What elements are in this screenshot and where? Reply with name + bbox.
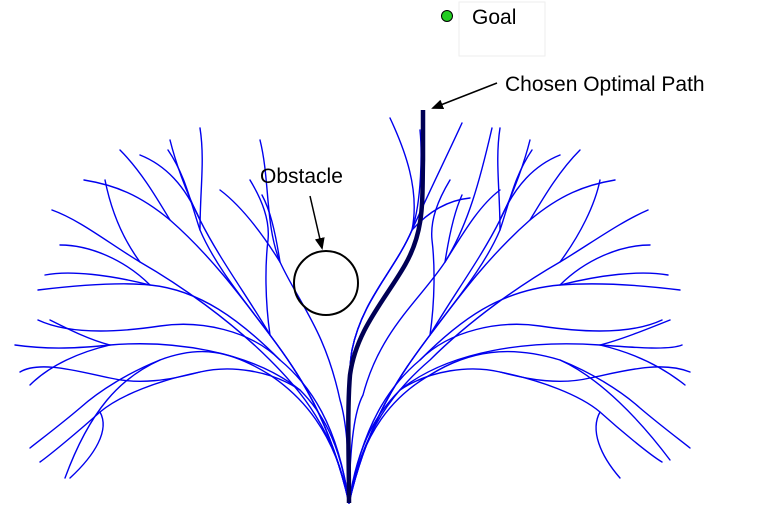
candidate-path-branch (167, 149, 350, 504)
candidate-path-branch (599, 344, 686, 386)
candidate-path-branch (37, 283, 350, 504)
candidate-path-branch (139, 154, 350, 504)
legend: Goal (441, 1, 546, 57)
chosen-optimal-path (346, 110, 426, 504)
candidate-path-branch (249, 179, 271, 336)
candidate-path-branch (559, 179, 601, 263)
candidate-path-tree (14, 117, 691, 504)
candidate-path-branch (559, 272, 669, 286)
candidate-path-branch (595, 411, 621, 479)
candidate-path-branch (444, 189, 501, 263)
candidate-path-branch (119, 149, 171, 221)
candidate-path-branch (49, 319, 111, 346)
chosen-path-label: Chosen Optimal Path (505, 73, 705, 96)
candidate-path-branch (347, 129, 422, 504)
candidate-path-branch (169, 139, 201, 221)
candidate-path-branch (499, 366, 691, 383)
candidate-path-branch (599, 319, 671, 346)
obstacle-arrow (309, 195, 325, 250)
obstacle-label: Obstacle (260, 165, 343, 188)
candidate-path-branch (29, 359, 161, 449)
candidate-path-branch (399, 368, 663, 463)
goal-marker-icon (441, 10, 453, 22)
candidate-path-branch (51, 209, 350, 504)
candidate-path-branch (44, 272, 151, 286)
candidate-path-branch (348, 209, 649, 504)
candidate-path-branch (419, 319, 663, 361)
candidate-path-branch (529, 149, 581, 221)
candidate-path-branch (261, 194, 281, 263)
candidate-path-branch (499, 139, 531, 221)
candidate-path-branch (348, 149, 533, 504)
candidate-path-branch (559, 359, 691, 449)
candidate-path-branch (219, 189, 281, 263)
candidate-path-branch (69, 411, 104, 479)
candidate-path-branch (497, 127, 501, 231)
goal-legend-label: Goal (472, 6, 516, 29)
candidate-path-branch (37, 319, 281, 361)
candidate-path-branch (64, 350, 350, 504)
legend-box (458, 1, 546, 57)
candidate-path-branch (411, 197, 471, 231)
candidate-path-branch (348, 350, 671, 504)
candidate-path-branch (59, 244, 151, 286)
candidate-path-branch (104, 179, 141, 263)
candidate-path-branch (348, 127, 493, 504)
obstacle-circle (293, 250, 359, 316)
candidate-path-branch (348, 343, 683, 504)
chosen-path-arrow (431, 82, 498, 110)
candidate-path-branch (347, 117, 415, 504)
candidate-path-branch (199, 127, 203, 231)
candidate-path-branch (559, 244, 651, 286)
candidate-path-branch (348, 179, 616, 504)
candidate-path-branch (444, 194, 463, 263)
candidate-path-branch (14, 343, 350, 504)
candidate-path-branch (29, 344, 111, 386)
candidate-path-branch (39, 368, 301, 463)
candidate-path-branch (19, 366, 201, 383)
candidate-path-branch (348, 154, 561, 504)
candidate-path-branch (83, 179, 350, 504)
candidate-path-branch (348, 283, 681, 504)
candidate-path-branch (429, 179, 451, 336)
